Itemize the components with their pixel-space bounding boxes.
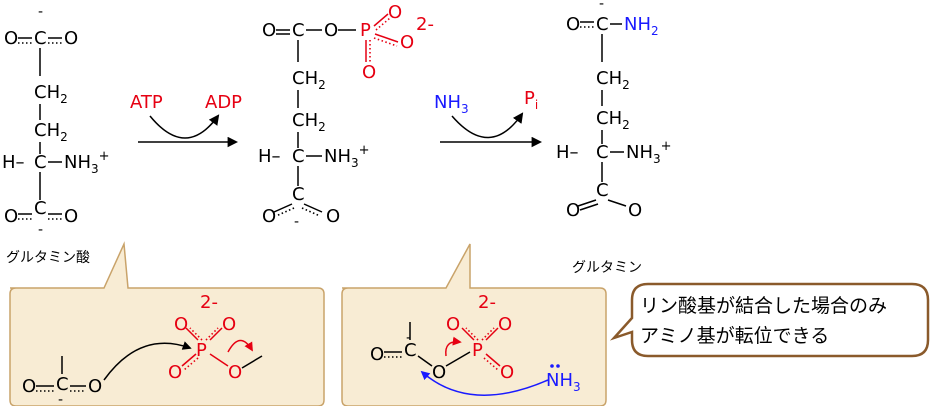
atom-c: C (56, 374, 69, 395)
atom-nh3: NH3+ (626, 139, 672, 166)
atom-nh2: NH2 (624, 14, 659, 38)
atom-o: O (174, 314, 188, 335)
atom-o: O (566, 14, 580, 35)
arrow-nh3-pi: NH3 Pi (434, 88, 543, 148)
atom-o: O (566, 200, 580, 221)
electron-arrow-icon (445, 336, 462, 357)
glutamine-label: グルタミン (572, 260, 642, 276)
atom-c: C (34, 152, 47, 173)
curved-arrow-icon (149, 114, 220, 139)
atom-o: O (500, 362, 514, 383)
atom-o: O (628, 200, 642, 221)
atom-nh3: NH3+ (64, 149, 110, 176)
atom-p: P (472, 340, 483, 361)
atom-ch2: CH2 (34, 82, 68, 106)
atom-o: O (168, 362, 182, 383)
atom-c: C (292, 184, 305, 205)
atom-p: P (196, 340, 207, 361)
phosphate-charge: 2- (478, 292, 496, 313)
charge-minus: - (38, 222, 43, 238)
atom-c: C (34, 28, 47, 49)
atom-ch2: CH2 (292, 110, 326, 134)
atom-c: C (292, 20, 305, 41)
nh3-label: NH3 (434, 92, 469, 116)
atom-o: O (262, 206, 276, 227)
atom-o: O (228, 362, 242, 383)
atom-h: H– (556, 142, 579, 163)
atom-p: P (360, 20, 371, 41)
atom-o: O (498, 314, 512, 335)
atom-o: O (4, 206, 18, 227)
atom-c: C (404, 340, 417, 361)
charge-minus: - (406, 330, 411, 346)
atom-o: O (362, 62, 376, 83)
charge-minus: - (599, 0, 604, 12)
glutamate-label: グルタミン酸 (6, 250, 90, 266)
atom-o: O (4, 28, 18, 49)
callout-bubble (609, 282, 930, 358)
attack-arrow-icon (103, 341, 192, 381)
callout-line-2: アミノ基が転位できる (640, 325, 829, 347)
glutamyl-phosphate-structure: O C O P O O O 2- CH2 CH2 H– C NH3+ C O O… (258, 2, 434, 230)
atom-o: O (64, 206, 78, 227)
leaving-arrow-icon (227, 339, 253, 353)
mechanism-box-phosphorylation: C O O - P O O O O 2- (9, 241, 325, 408)
curved-arrow-icon (451, 112, 524, 139)
glutamate-structure: O C O - CH2 CH2 H– C NH3+ C O O - グルタミン酸 (2, 4, 110, 266)
atom-c: C (292, 146, 305, 167)
arrow-atp-adp: ATP ADP (130, 92, 242, 148)
charge-minus: - (294, 214, 299, 230)
mechanism-box-amination: C O O - P O O O 2- NH3 (341, 243, 607, 407)
atom-c: C (34, 198, 47, 219)
phosphate-charge: 2- (416, 14, 434, 35)
atp-label: ATP (130, 92, 163, 113)
atom-o: O (388, 2, 402, 23)
atom-c: C (596, 142, 609, 163)
atom-o: O (88, 376, 102, 397)
atom-o: O (446, 314, 460, 335)
atom-o: O (370, 344, 384, 365)
atom-o: O (326, 206, 340, 227)
nucleophile-arrow-icon (420, 370, 549, 396)
atom-o: O (432, 362, 446, 383)
atom-o: O (324, 20, 338, 41)
atom-o: O (64, 28, 78, 49)
atom-h: H– (258, 146, 281, 167)
atom-o: O (222, 314, 236, 335)
atom-h: H– (2, 152, 25, 173)
charge-minus: - (38, 4, 43, 20)
callout-line-1: リン酸基が結合した場合のみ (640, 295, 887, 317)
adp-label: ADP (205, 92, 242, 113)
nucleophile-nh3: NH3 (546, 370, 581, 394)
atom-nh3: NH3+ (324, 143, 370, 170)
charge-minus: - (58, 392, 63, 406)
pi-label: Pi (524, 88, 538, 112)
atom-o: O (400, 32, 414, 53)
phosphate-charge: 2- (200, 292, 218, 313)
atom-ch2: CH2 (596, 68, 630, 92)
atom-c: C (596, 14, 609, 35)
atom-ch2: CH2 (34, 120, 68, 144)
atom-o: O (262, 20, 276, 41)
callout-note: リン酸基が結合した場合のみ アミノ基が転位できる (609, 282, 930, 358)
glutamine-structure: O C NH2 - CH2 CH2 H– C NH3+ C O O グルタミン (556, 0, 672, 276)
atom-o: O (22, 376, 36, 397)
atom-ch2: CH2 (596, 108, 630, 132)
atom-c: C (596, 180, 609, 201)
atom-ch2: CH2 (292, 68, 326, 92)
